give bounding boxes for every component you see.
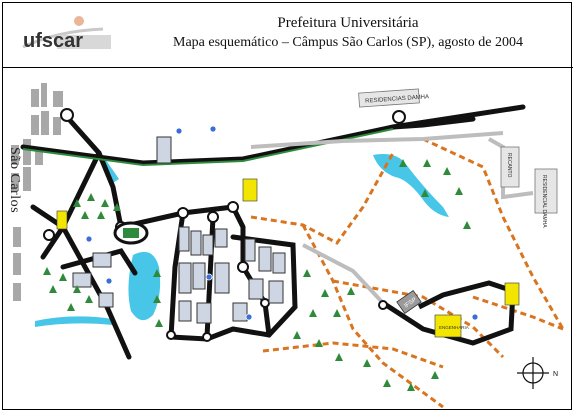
compass-label: N [553, 371, 558, 378]
water-features [35, 153, 449, 327]
title-line1: Prefeitura Universitária [277, 15, 419, 31]
info-markers[interactable] [85, 125, 479, 321]
svg-text:RESIDENCIAL DAMHA: RESIDENCIAL DAMHA [541, 175, 547, 228]
ifsp-road [381, 280, 516, 346]
svg-text:RESIDENCIAS DAMHA: RESIDENCIAS DAMHA [365, 94, 429, 104]
header: ufscar Prefeitura Universitária Mapa esq… [3, 3, 573, 68]
map-frame: ufscar Prefeitura Universitária Mapa esq… [2, 2, 573, 411]
city-label: São Carlos [7, 147, 22, 214]
map-area[interactable]: São Carlos [3, 67, 573, 411]
label-residencial-damha: RESIDENCIAL DAMHA [534, 168, 558, 228]
label-ifsp: IFSP [396, 289, 422, 315]
city-silhouettes [11, 83, 63, 301]
logo-text: ufscar [23, 30, 83, 52]
title-line2: Mapa esquemático – Câmpus São Carlos (SP… [173, 35, 523, 50]
compass-icon: N [517, 357, 558, 389]
label-recanto: RECANTO [500, 146, 520, 188]
yellow-signs [56, 178, 520, 338]
trees [43, 159, 471, 391]
dirt-roads [250, 137, 565, 409]
svg-text:ENGENHARIA: ENGENHARIA [439, 325, 469, 330]
label-residencias-damha: RESIDENCIAS DAMHA [358, 88, 429, 108]
green-roads [22, 128, 394, 167]
ufscar-logo: ufscar [22, 16, 111, 52]
label-engenharia: ENGENHARIA [439, 325, 469, 330]
stadium [113, 221, 149, 245]
title-block: Prefeitura Universitária Mapa esquemátic… [133, 13, 563, 53]
svg-text:RECANTO: RECANTO [506, 153, 512, 177]
buildings [72, 136, 286, 324]
campus-map[interactable]: RESIDENCIAS DAMHA RESIDENCIAL DAMHA RECA… [3, 67, 573, 411]
